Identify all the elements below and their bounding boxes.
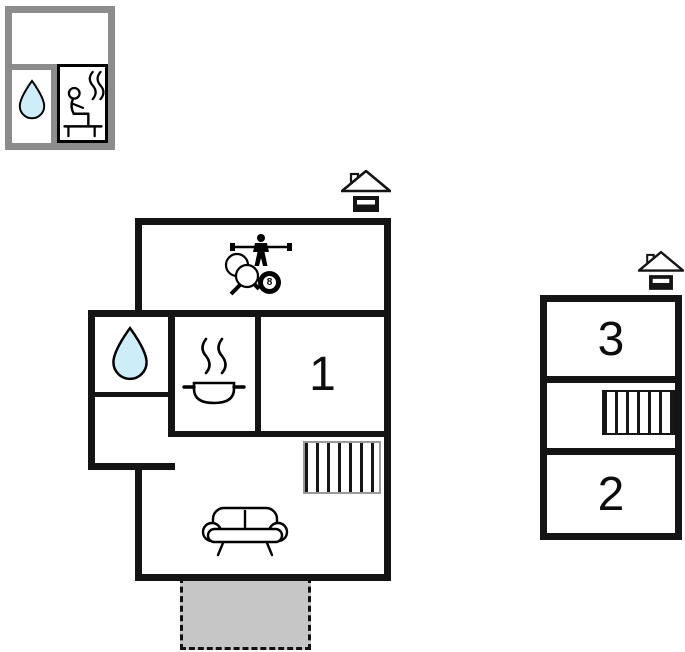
room-3-number: 3 [597, 312, 625, 366]
sauna-room [57, 64, 108, 143]
house-entrance-icon [341, 170, 391, 213]
wall-main-left-upper [135, 218, 142, 317]
water-drop-icon [16, 75, 48, 125]
annex-wall-divider-upper [547, 376, 675, 383]
room-2-number: 2 [597, 467, 625, 521]
outbuilding-wall-divider-v [51, 70, 57, 143]
table-tennis-icon [221, 252, 267, 296]
room-1-number: 1 [309, 347, 336, 401]
house-entrance-icon [638, 250, 684, 292]
annex-house: 3 2 [540, 295, 682, 540]
wall-bath-annex-left [88, 310, 95, 470]
stove-icon [182, 336, 246, 416]
wall-bath-annex-inner-divider [95, 392, 175, 397]
wall-main-top [135, 218, 391, 225]
water-drop-icon [108, 325, 152, 383]
room-2-label: 2 [547, 455, 675, 533]
room-1-label: 1 [261, 317, 384, 431]
eight-ball-number: 8 [263, 276, 276, 289]
terrace-area [180, 577, 311, 650]
stairs-icon [602, 390, 675, 435]
wall-livingroom-divider [168, 431, 391, 437]
wall-bath-annex-top [88, 310, 175, 317]
foosball-icon [229, 233, 293, 269]
eight-ball-icon: 8 [258, 271, 281, 294]
stairs-icon [303, 441, 381, 494]
sofa-icon [198, 502, 292, 560]
room-3-label: 3 [547, 302, 675, 376]
annex-wall-divider-lower [547, 448, 675, 455]
wall-main-right [384, 218, 391, 581]
wall-main-bottom [135, 574, 391, 581]
wall-kitchen-room1-divider [255, 310, 261, 437]
sauna-icon [62, 70, 105, 137]
sauna-outbuilding [5, 6, 115, 150]
wall-bath-annex-right [168, 310, 175, 437]
wall-gameroom-divider [175, 310, 391, 317]
wall-bath-annex-bottom [88, 463, 175, 470]
wall-main-left-lower [135, 463, 142, 581]
